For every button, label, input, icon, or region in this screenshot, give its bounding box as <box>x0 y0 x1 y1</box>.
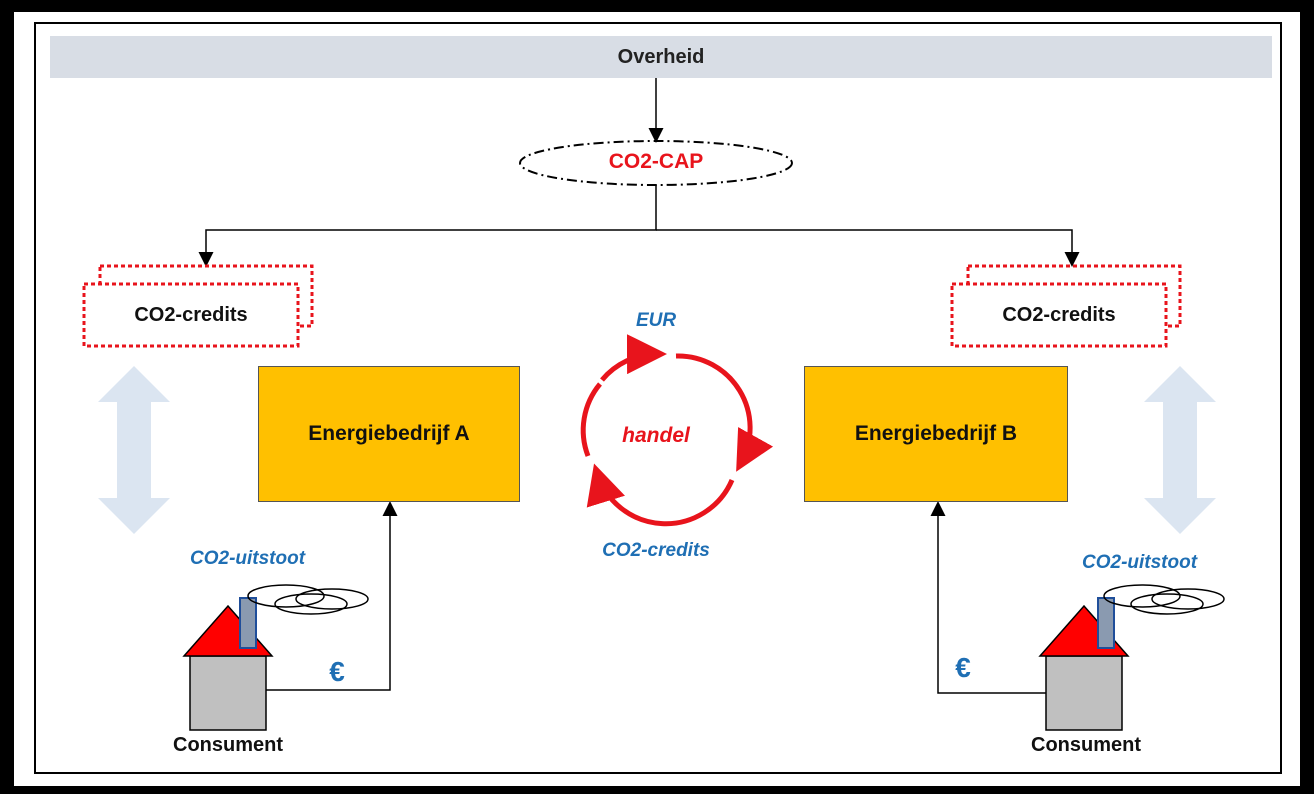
energy-company-b: Energiebedrijf B <box>804 366 1068 502</box>
trade-top-label: EUR <box>635 310 677 331</box>
credits-text: CO2-credits <box>134 303 248 326</box>
credits-text: CO2-credits <box>1002 303 1116 326</box>
energy-company-a: Energiebedrijf A <box>258 366 520 502</box>
right-emission-label: CO2-uitstoot <box>1082 552 1198 573</box>
credits-box-front <box>950 282 1168 348</box>
cap-distribution-line <box>198 185 657 267</box>
cap-label: CO2-CAP <box>608 150 704 173</box>
trade-center-label: handel <box>622 424 690 447</box>
smoke-icon <box>1103 584 1225 615</box>
left-credits-label: CO2-credits <box>84 284 298 346</box>
left-payment-symbol: € <box>329 656 345 687</box>
trade-bottom-label: CO2-credits <box>602 540 710 561</box>
right-payment-symbol: € <box>955 652 971 683</box>
house-icon <box>182 597 274 731</box>
left-consumer-label: Consument <box>173 734 283 756</box>
payment-arrow <box>930 501 1046 694</box>
payment-arrow <box>266 501 398 691</box>
house-icon <box>1038 597 1130 731</box>
smoke-icon <box>247 584 369 615</box>
company-a-label: Energiebedrijf A <box>308 422 470 445</box>
government-banner: Overheid <box>50 36 1272 78</box>
double-headed-arrow-icon <box>98 366 170 534</box>
company-b-label: Energiebedrijf B <box>854 422 1018 445</box>
left-emission-label: CO2-uitstoot <box>190 548 306 569</box>
diagram-border <box>34 22 1282 774</box>
circular-arrows-icon <box>580 334 774 527</box>
right-consumer-label: Consument <box>1031 734 1141 756</box>
double-headed-arrow-icon <box>1144 366 1216 534</box>
diagram-connectors <box>82 78 1225 731</box>
diagram-frame: Overheid <box>14 12 1300 786</box>
credits-box-front <box>82 282 300 348</box>
right-credits-label: CO2-credits <box>952 284 1166 346</box>
government-label: Overheid <box>617 45 705 68</box>
cap-distribution-line <box>656 229 1080 267</box>
